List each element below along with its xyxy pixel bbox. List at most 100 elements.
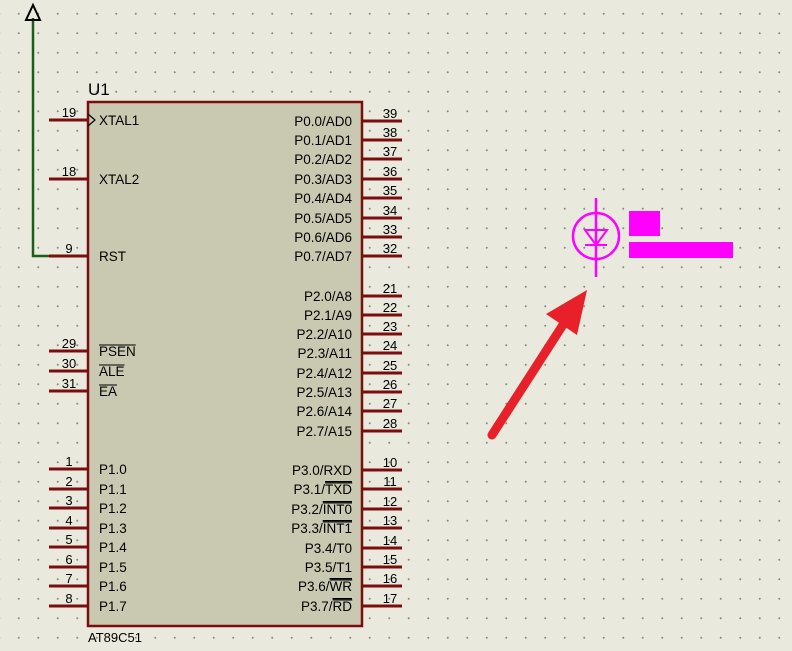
- pin-4[interactable]: 4P1.3: [49, 513, 127, 536]
- pin-label: EA: [99, 384, 117, 399]
- pin-label-overbar: INT0: [323, 502, 352, 517]
- pin-label: P3.1/TXD: [293, 482, 352, 497]
- clock-marker-icon: [87, 113, 96, 127]
- pin-number: 37: [383, 144, 397, 159]
- pin-number: 33: [383, 222, 397, 237]
- pin-number: 38: [383, 125, 397, 140]
- power-wire: [31, 18, 49, 258]
- pin-label-main: P0.4/AD4: [294, 191, 352, 206]
- pin-number: 8: [65, 591, 72, 606]
- pin-number: 16: [383, 571, 397, 586]
- led-ref-label-block: [629, 211, 660, 236]
- pin-label: P3.6/WR: [298, 579, 352, 594]
- pin-label: P0.7/AD7: [294, 249, 352, 264]
- pin-label: P0.6/AD6: [294, 230, 352, 245]
- diode-triangle-icon: [583, 229, 609, 247]
- pin-label-main: P0.5/AD5: [294, 211, 352, 226]
- pin-5[interactable]: 5P1.4: [49, 532, 127, 555]
- pin-label: P0.5/AD5: [294, 211, 352, 226]
- pin-label-overbar: TXD: [325, 482, 352, 497]
- pin-8[interactable]: 8P1.7: [49, 591, 127, 614]
- pin-label: P3.5/T1: [305, 560, 352, 575]
- pin-number: 17: [383, 591, 397, 606]
- pin-number: 39: [383, 106, 397, 121]
- pin-1[interactable]: 1P1.0: [49, 454, 127, 477]
- pin-label-overbar: INT1: [323, 521, 352, 536]
- pin-label: P1.4: [99, 540, 127, 555]
- pin-label: P0.2/AD2: [294, 152, 352, 167]
- pin-label-main: P2.5/A13: [296, 385, 352, 400]
- pin-number: 3: [65, 493, 72, 508]
- pin-label-main: P2.6/A14: [296, 404, 352, 419]
- pin-label-main: P0.0/AD0: [294, 114, 352, 129]
- pin-label: P3.3/INT1: [291, 521, 352, 536]
- led-value-label-block: [629, 242, 733, 258]
- pin-label: P2.7/A15: [296, 424, 352, 439]
- pin-number: 12: [383, 494, 397, 509]
- pin-label: P2.1/A9: [304, 308, 352, 323]
- component-body: [86, 100, 364, 628]
- pin-label: P3.7/RD: [301, 599, 352, 614]
- arrow-shaft: [487, 312, 573, 440]
- led-symbol[interactable]: [571, 198, 733, 277]
- pin-number: 24: [383, 338, 397, 353]
- pin-label-main: P2.3/A11: [297, 346, 352, 361]
- pin-number: 1: [65, 454, 72, 469]
- pin-number: 7: [65, 571, 72, 586]
- pin-7[interactable]: 7P1.6: [49, 571, 127, 594]
- pin-label-main: P2.1/A9: [304, 308, 352, 323]
- pin-6[interactable]: 6P1.5: [49, 552, 127, 575]
- pin-number: 25: [383, 358, 397, 373]
- pin-number: 27: [383, 396, 397, 411]
- pin-number: 31: [62, 376, 76, 391]
- pin-label-main: P2.7/A15: [296, 424, 352, 439]
- pin-number: 36: [383, 164, 397, 179]
- pin-3[interactable]: 3P1.2: [49, 493, 127, 516]
- pin-number: 22: [383, 300, 397, 315]
- pin-2[interactable]: 2P1.1: [49, 474, 127, 497]
- pin-number: 19: [62, 105, 76, 120]
- right-pins: 39P0.0/AD038P0.1/AD137P0.2/AD236P0.3/AD3…: [291, 106, 402, 614]
- pin-label: P2.2/A10: [296, 327, 352, 342]
- pin-number: 11: [383, 474, 397, 489]
- pin-label-main: P3.7/: [301, 599, 333, 614]
- pin-label-main: P3.2/: [291, 502, 323, 517]
- power-terminal[interactable]: [24, 2, 49, 258]
- pin-label: P1.5: [99, 560, 127, 575]
- pin-number: 14: [383, 533, 397, 548]
- component-at89c51[interactable]: U1 AT89C51 19XTAL118XTAL29RST29PSEN30ALE…: [49, 80, 402, 645]
- pin-label-main: P2.4/A12: [296, 366, 352, 381]
